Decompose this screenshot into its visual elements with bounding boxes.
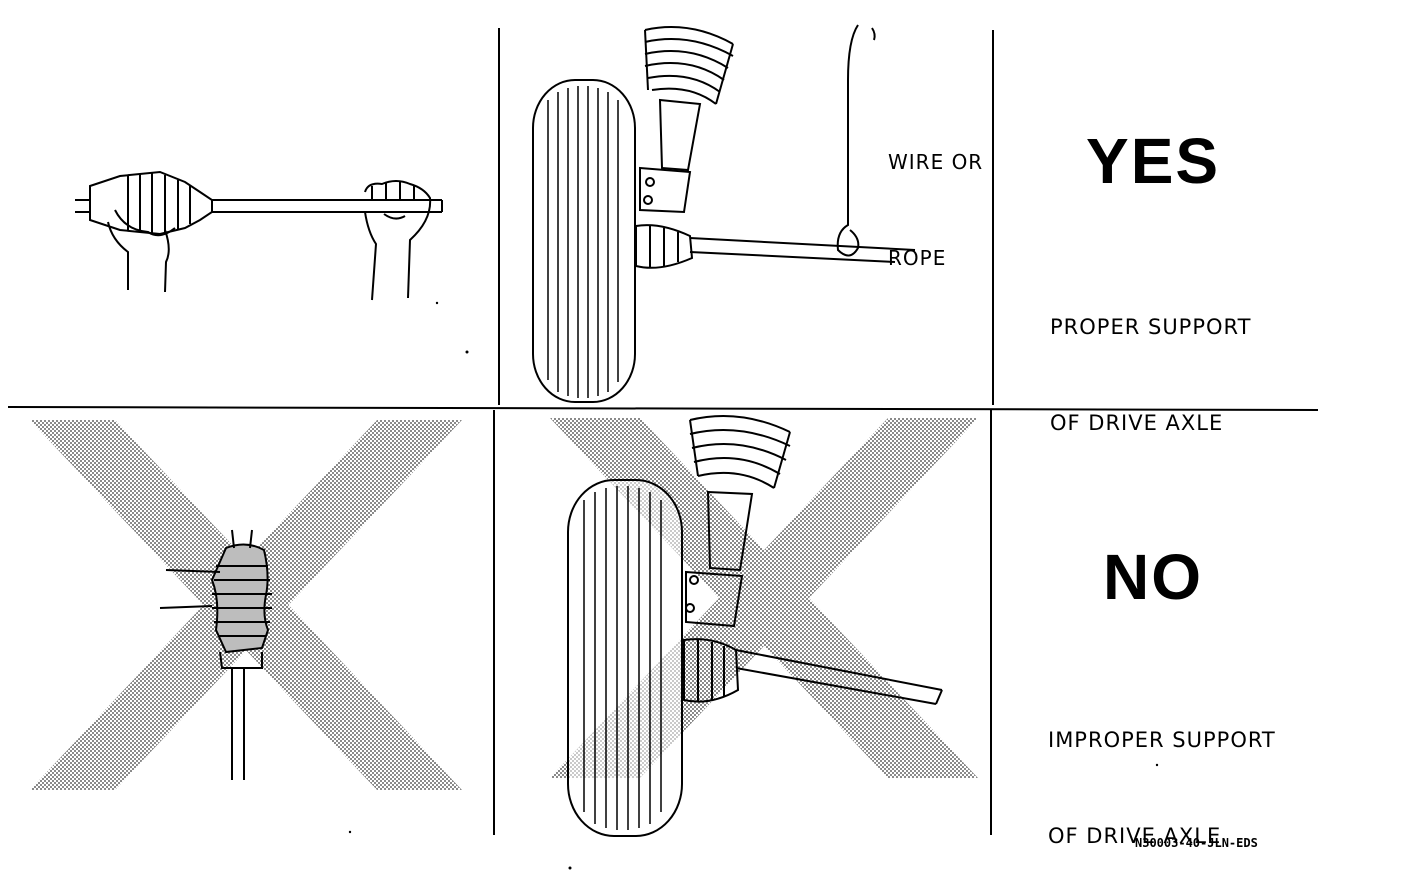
panel-grid [7,28,1319,835]
proper-support-caption: PROPER SUPPORT OF DRIVE AXLE [1050,247,1251,471]
improper-support-line2: OF DRIVE AXLE [1048,824,1222,848]
yes-heading: YES [1086,125,1221,197]
wire-supported-axle-icon [532,24,916,403]
wire-or-rope-line1: WIRE OR [888,150,984,174]
improper-support-caption: IMPROPER SUPPORT OF DRIVE AXLE [1048,660,1276,884]
hands-holding-axle-icon [75,170,443,301]
wire-or-rope-line2: ROPE [888,246,947,270]
figure-code: N30003-40-JLN-EDS [1135,836,1258,850]
wire-or-rope-label: WIRE OR ROPE [888,82,983,306]
improper-support-line1: IMPROPER SUPPORT [1048,728,1276,752]
unsupported-axle-prohibited-icon [550,415,978,837]
hanging-axle-prohibited-icon [30,420,462,790]
proper-support-line1: PROPER SUPPORT [1050,315,1252,339]
no-heading: NO [1103,541,1203,613]
proper-support-line2: OF DRIVE AXLE [1050,411,1224,435]
scan-specks [348,301,1159,870]
